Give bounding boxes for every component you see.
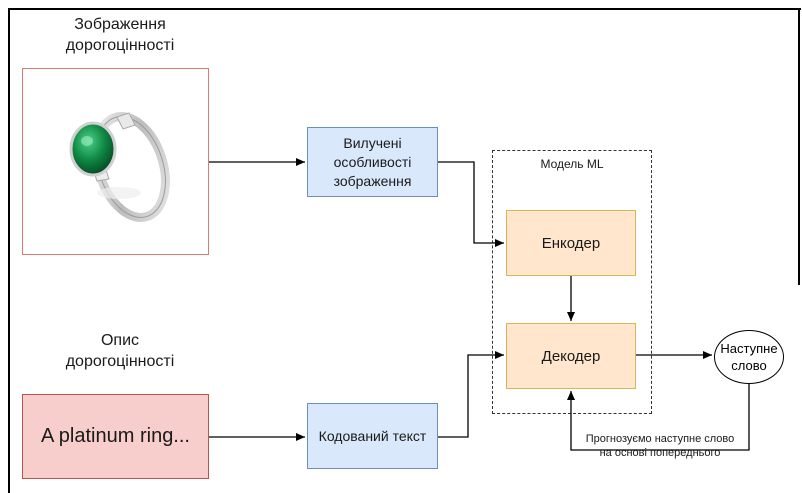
emerald-ring-icon (69, 112, 170, 222)
text-input-title: Опис дорогоцінності (65, 332, 175, 370)
jewelry-description-box: A platinum ring... (22, 394, 209, 479)
frame-right-border (798, 8, 800, 285)
feedback-caption: Прогнозуємо наступне слово на основі поп… (570, 432, 750, 460)
frame-left-border (8, 8, 10, 493)
feedback-caption-overlay: Прогнозуємо наступне слово на основі поп… (585, 433, 735, 459)
features-to-encoder-arrow (438, 161, 504, 247)
next-word-node: Наступне слово (714, 330, 784, 384)
encoder-box: Енкодер (506, 210, 636, 276)
jewelry-image-frame (22, 68, 209, 255)
image-input-title: Зображення дорогоцінності (65, 16, 175, 54)
ml-model-container (492, 150, 652, 414)
ml-model-title: Модель ML (540, 157, 604, 171)
extracted-features-box: Вилучені особливості зображення (307, 127, 438, 197)
encoded-text-box: Кодований текст (307, 403, 438, 469)
feedback-loop-arrow (567, 384, 750, 451)
encoded-to-decoder-arrow (438, 351, 504, 438)
frame-top-border (8, 8, 801, 10)
decoder-box: Декодер (506, 323, 636, 389)
